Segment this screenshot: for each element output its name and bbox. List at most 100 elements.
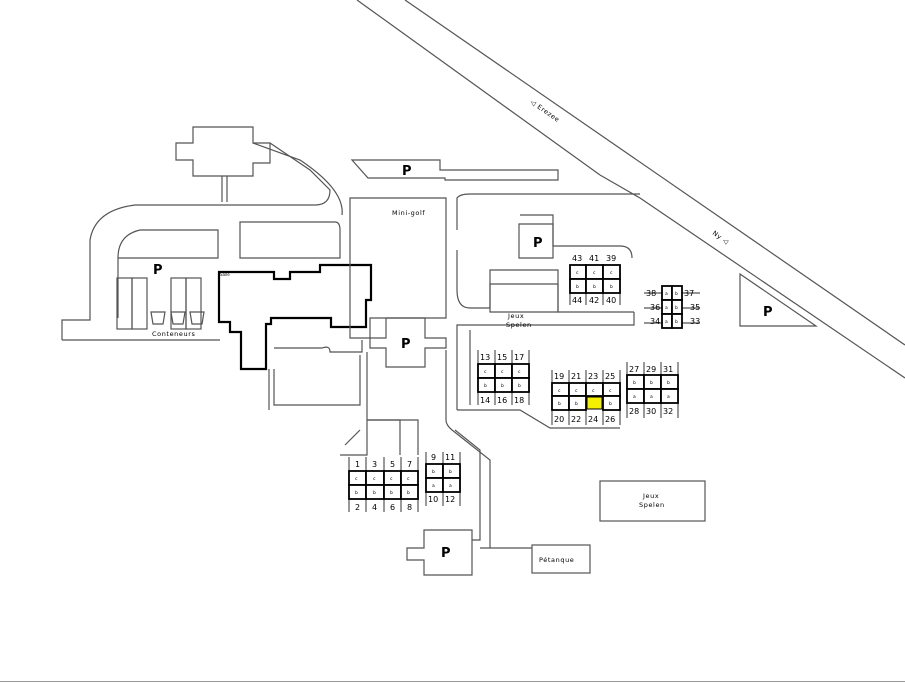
pitch-39[interactable]: 39 bbox=[606, 254, 616, 263]
road-center-e bbox=[445, 350, 491, 549]
pitch-14[interactable]: 14 bbox=[480, 396, 490, 405]
svg-text:c: c bbox=[355, 477, 358, 482]
road-center-h bbox=[367, 419, 419, 455]
svg-text:a: a bbox=[665, 320, 668, 325]
svg-text:b: b bbox=[575, 401, 578, 407]
pitch-21[interactable]: 21 bbox=[571, 372, 581, 381]
pitch-44[interactable]: 44 bbox=[572, 296, 582, 305]
pitch-33[interactable]: 33 bbox=[690, 317, 700, 326]
highlighted-pitch-24[interactable] bbox=[586, 396, 603, 410]
svg-text:b: b bbox=[610, 284, 613, 290]
pitch-19[interactable]: 19 bbox=[554, 372, 564, 381]
pitch-28[interactable]: 28 bbox=[629, 407, 639, 416]
salle-building bbox=[217, 263, 373, 371]
pitch-6[interactable]: 6 bbox=[390, 503, 395, 512]
pitch-22[interactable]: 22 bbox=[571, 415, 581, 424]
petanque-area bbox=[531, 544, 591, 574]
pitch-12[interactable]: 12 bbox=[445, 495, 455, 504]
svg-text:a: a bbox=[633, 395, 636, 400]
pitch-38[interactable]: 38 bbox=[646, 289, 656, 298]
svg-text:c: c bbox=[558, 389, 561, 394]
svg-text:a: a bbox=[449, 484, 452, 489]
road-label-erezee: ◁ Erezee bbox=[529, 98, 561, 124]
pitch-42[interactable]: 42 bbox=[589, 296, 599, 305]
pitch-34[interactable]: 34 bbox=[650, 317, 660, 326]
svg-text:a: a bbox=[667, 395, 670, 400]
pitch-13[interactable]: 13 bbox=[480, 353, 490, 362]
pitch-7[interactable]: 7 bbox=[407, 460, 412, 469]
parking-label-right-top: P bbox=[533, 236, 543, 251]
svg-text:c: c bbox=[609, 389, 612, 394]
pitch-40[interactable]: 40 bbox=[606, 296, 616, 305]
pitch-8[interactable]: 8 bbox=[407, 503, 412, 512]
parking-bottom bbox=[406, 529, 473, 576]
reception-building bbox=[175, 126, 271, 177]
svg-text:b: b bbox=[518, 383, 521, 389]
pitch-11[interactable]: 11 bbox=[445, 453, 455, 462]
svg-text:c: c bbox=[390, 477, 393, 482]
parking-label-top: P bbox=[402, 164, 412, 179]
bay-2 bbox=[131, 277, 148, 330]
pitch-30[interactable]: 30 bbox=[646, 407, 656, 416]
pitch-32[interactable]: 32 bbox=[663, 407, 673, 416]
road-left-outer bbox=[61, 142, 331, 340]
svg-text:c: c bbox=[610, 271, 613, 276]
pitch-25[interactable]: 25 bbox=[605, 372, 615, 381]
pitch-37[interactable]: 37 bbox=[684, 289, 694, 298]
salle-label: Salle bbox=[220, 272, 230, 277]
parking-right-triangle bbox=[739, 272, 818, 327]
pitch-16[interactable]: 16 bbox=[497, 396, 507, 405]
pitch-27[interactable]: 27 bbox=[629, 365, 639, 374]
svg-text:a: a bbox=[665, 306, 668, 311]
road-center-a bbox=[274, 340, 363, 353]
svg-text:b: b bbox=[609, 401, 612, 407]
pitch-36[interactable]: 36 bbox=[650, 303, 660, 312]
parking-label-left: P bbox=[153, 263, 163, 278]
container-bin-3 bbox=[189, 311, 205, 325]
pitch-4[interactable]: 4 bbox=[372, 503, 377, 512]
parking-label-right: P bbox=[763, 305, 773, 320]
pitch-29[interactable]: 29 bbox=[646, 365, 656, 374]
pitch-18[interactable]: 18 bbox=[514, 396, 524, 405]
conteneurs-label: Conteneurs bbox=[152, 330, 195, 338]
pitch-26[interactable]: 26 bbox=[605, 415, 615, 424]
svg-text:c: c bbox=[593, 271, 596, 276]
pitch-group-d: 19 21 23 25 c c c c b b b 20 22 24 26 bbox=[551, 370, 621, 425]
svg-text:c: c bbox=[407, 477, 410, 482]
svg-text:b: b bbox=[633, 380, 636, 386]
svg-text:b: b bbox=[390, 490, 393, 496]
svg-text:b: b bbox=[675, 319, 678, 325]
pitch-5[interactable]: 5 bbox=[390, 460, 395, 469]
pitch-1[interactable]: 1 bbox=[355, 460, 360, 469]
pitch-31[interactable]: 31 bbox=[663, 365, 673, 374]
parking-center bbox=[369, 317, 447, 368]
svg-text:b: b bbox=[407, 490, 410, 496]
pitch-9[interactable]: 9 bbox=[431, 453, 436, 462]
svg-text:a: a bbox=[665, 292, 668, 297]
pitch-41[interactable]: 41 bbox=[589, 254, 599, 263]
pitch-2[interactable]: 2 bbox=[355, 503, 360, 512]
svg-text:b: b bbox=[501, 383, 504, 389]
pitch-20[interactable]: 20 bbox=[554, 415, 564, 424]
pitch-24[interactable]: 24 bbox=[588, 415, 598, 424]
pitch-43[interactable]: 43 bbox=[572, 254, 582, 263]
pitch-23[interactable]: 23 bbox=[588, 372, 598, 381]
pitch-17[interactable]: 17 bbox=[514, 353, 524, 362]
pitch-15[interactable]: 15 bbox=[497, 353, 507, 362]
spelen-label-2: Spelen bbox=[639, 501, 665, 509]
svg-text:c: c bbox=[373, 477, 376, 482]
jeux-area-2 bbox=[599, 480, 706, 522]
pitch-10[interactable]: 10 bbox=[428, 495, 438, 504]
pitch-35[interactable]: 35 bbox=[690, 303, 700, 312]
parking-label-center: P bbox=[401, 337, 411, 352]
svg-text:c: c bbox=[484, 370, 487, 375]
bay-1 bbox=[116, 277, 133, 330]
svg-text:c: c bbox=[592, 389, 595, 394]
svg-text:b: b bbox=[593, 284, 596, 290]
pitch-group-c: 13 15 17 c c c b b b 14 16 18 bbox=[477, 350, 530, 405]
pitch-3[interactable]: 3 bbox=[372, 460, 377, 469]
svg-text:b: b bbox=[667, 380, 670, 386]
svg-text:a: a bbox=[650, 395, 653, 400]
pitch-group-g: 9 11 b b a a 10 12 bbox=[425, 452, 461, 506]
svg-text:b: b bbox=[650, 380, 653, 386]
